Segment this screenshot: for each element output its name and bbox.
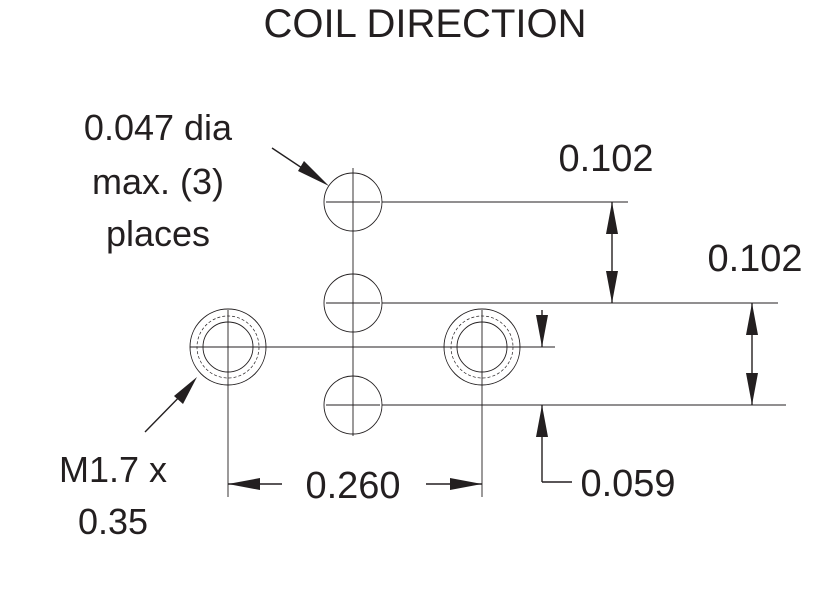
center-lines xyxy=(190,168,555,436)
dimension-thread-offset xyxy=(536,310,572,483)
hole-note-line2: max. (3) xyxy=(92,161,224,202)
dimension-thread-spacing xyxy=(228,478,482,490)
dimension-thread-offset-label: 0.059 xyxy=(580,463,675,505)
hole-note-line3: places xyxy=(106,213,210,254)
thread-note-leader xyxy=(144,377,197,433)
thread-note-line2: 0.35 xyxy=(78,501,148,542)
dimension-lower-spacing xyxy=(746,303,758,405)
thread-note-line1: M1.7 x xyxy=(59,449,167,490)
dimension-upper-spacing xyxy=(606,202,618,303)
drawing-title: COIL DIRECTION xyxy=(264,2,587,46)
hole-note-leader xyxy=(271,147,329,186)
dimension-upper-spacing-label: 0.102 xyxy=(558,138,653,180)
extension-lines xyxy=(227,201,786,497)
hole-note-line1: 0.047 dia xyxy=(84,107,233,148)
dimension-thread-spacing-label: 0.260 xyxy=(305,465,400,507)
dimension-lower-spacing-label: 0.102 xyxy=(707,238,802,280)
